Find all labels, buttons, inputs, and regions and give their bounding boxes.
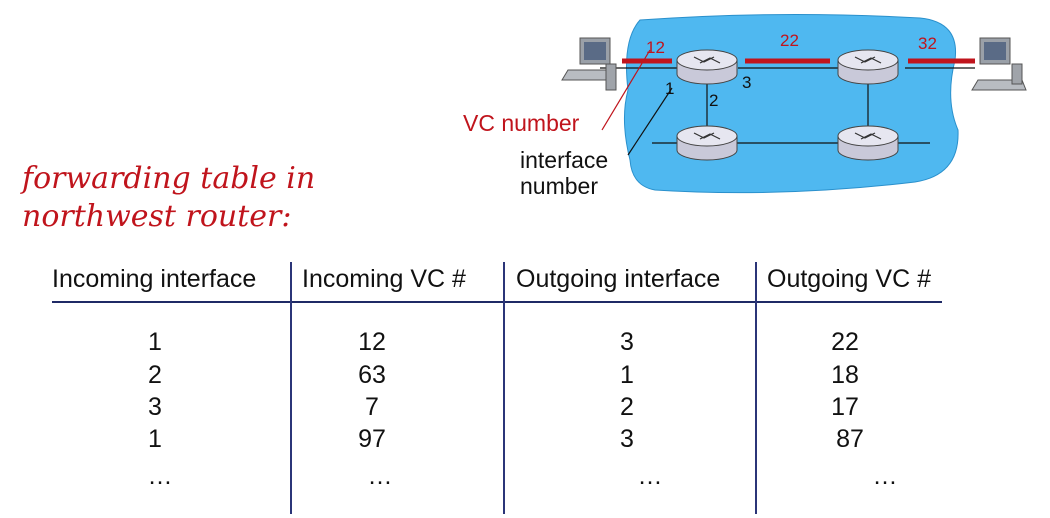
forwarding-table-caption: forwarding table in northwest router:	[22, 160, 315, 236]
vc-label-12: 12	[646, 38, 665, 57]
table-cell-ellipsis: …	[147, 462, 173, 490]
vc-label-22: 22	[780, 31, 799, 50]
table-cell: 2	[620, 393, 634, 421]
table-cell: 1	[620, 361, 634, 389]
vc-number-label: VC number	[463, 110, 580, 136]
table-cell-ellipsis: …	[637, 462, 663, 490]
table-cell: 3	[148, 393, 162, 421]
vc-label-32: 32	[918, 34, 937, 53]
interface-pointer	[627, 87, 673, 156]
interface-label-3: 3	[742, 73, 751, 92]
interface-number-label-line2: number	[520, 173, 598, 199]
host-right-icon	[971, 37, 1027, 91]
table-cell: 3	[620, 425, 634, 453]
table-cell: 1	[148, 328, 162, 356]
table-cell: 97	[358, 425, 386, 453]
header-underline	[52, 301, 942, 303]
interface-label-2: 2	[709, 91, 718, 110]
table-cell: 2	[148, 361, 162, 389]
header-incoming-vc: Incoming VC #	[302, 265, 466, 293]
router-southeast-icon	[837, 125, 899, 161]
network-diagram: 12 22 32 1 2 3 VC number interface numbe…	[463, 13, 1027, 199]
interface-label-1: 1	[665, 79, 674, 98]
vc-number-pointer	[601, 49, 651, 131]
router-northwest-icon	[676, 49, 738, 85]
table-cell: 87	[836, 425, 864, 453]
table-cell: 1	[148, 425, 162, 453]
table-cell-ellipsis: …	[367, 462, 393, 490]
header-outgoing-vc: Outgoing VC #	[767, 265, 931, 293]
column-divider-3	[755, 262, 757, 514]
header-incoming-interface: Incoming interface	[52, 265, 257, 293]
table-cell-ellipsis: …	[872, 462, 898, 490]
header-outgoing-interface: Outgoing interface	[516, 265, 721, 293]
router-northeast-icon	[837, 49, 899, 85]
table-cell: 22	[831, 328, 859, 356]
table-cell: 3	[620, 328, 634, 356]
column-divider-2	[503, 262, 505, 514]
caption-line-2: northwest router:	[22, 199, 292, 234]
column-divider-1	[290, 262, 292, 514]
table-cell: 63	[358, 361, 386, 389]
table-cell: 7	[365, 393, 379, 421]
table-cell: 18	[831, 361, 859, 389]
router-southwest-icon	[676, 125, 738, 161]
interface-number-label-line1: interface	[520, 147, 608, 173]
table-cell: 17	[831, 393, 859, 421]
table-cell: 12	[358, 328, 386, 356]
caption-line-1: forwarding table in	[22, 161, 316, 196]
host-left-icon	[561, 37, 617, 91]
